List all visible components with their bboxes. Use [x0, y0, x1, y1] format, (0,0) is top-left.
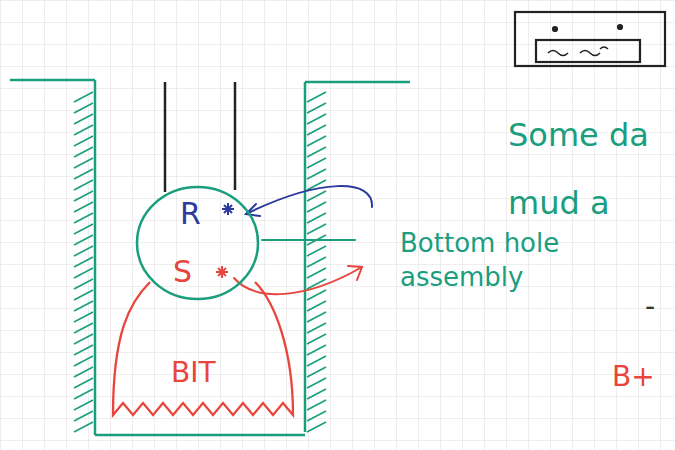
hatch-stroke [307, 301, 326, 311]
hatch-stroke [307, 422, 326, 432]
incoming-arrow [246, 186, 372, 214]
hatch-stroke [74, 158, 93, 168]
hatch-stroke [307, 224, 326, 234]
hatch-stroke [74, 136, 93, 146]
hatch-stroke [74, 345, 93, 355]
drill-bit-outline [105, 270, 300, 420]
hatch-stroke [307, 378, 326, 388]
hatch-stroke [74, 180, 93, 190]
outgoing-arrow [234, 267, 362, 294]
hatch-stroke [74, 246, 93, 256]
hatch-stroke [74, 323, 93, 333]
arrow-head [348, 266, 362, 280]
bottom-hole-assembly: RS [135, 185, 260, 301]
hatch-stroke [74, 202, 93, 212]
hatch-stroke [307, 103, 326, 113]
note-text: Some da [508, 118, 649, 152]
hatch-stroke [307, 334, 326, 344]
hatch-stroke [74, 169, 93, 179]
hatch-stroke [74, 422, 93, 432]
part-label: Bottom hole assembly [400, 226, 560, 294]
hatch-stroke [74, 125, 93, 135]
hatch-stroke [74, 334, 93, 344]
hatch-stroke [74, 367, 93, 377]
hatch-stroke [307, 191, 326, 201]
note-text: mud a [508, 186, 610, 220]
device-sketch [515, 12, 665, 66]
leader-line [262, 239, 355, 241]
hatch-stroke [74, 356, 93, 366]
hatch-stroke [307, 389, 326, 399]
hatch-stroke [74, 103, 93, 113]
hatch-stroke [74, 279, 93, 289]
hatch-stroke [74, 301, 93, 311]
hatch-stroke [74, 213, 93, 223]
hatch-stroke [307, 246, 326, 256]
hatch-stroke [74, 389, 93, 399]
hatch-stroke [307, 367, 326, 377]
source-star [216, 266, 228, 278]
hatch-stroke [74, 191, 93, 201]
note-text: B+ [612, 360, 655, 394]
hatch-stroke [74, 257, 93, 267]
assembly-outline [137, 187, 258, 299]
hatch-stroke [307, 268, 326, 278]
hatch-stroke [74, 378, 93, 388]
receiver-star [222, 203, 234, 215]
drill-bit: BIT [105, 270, 300, 420]
drill-pipe [165, 82, 235, 192]
hatch-stroke [74, 400, 93, 410]
hatch-stroke [74, 290, 93, 300]
hatch-stroke [74, 147, 93, 157]
hatch-stroke [307, 257, 326, 267]
hatch-stroke [307, 323, 326, 333]
hatch-stroke [74, 268, 93, 278]
hatch-stroke [74, 235, 93, 245]
hatch-stroke [307, 290, 326, 300]
hatch-stroke [74, 92, 93, 102]
hatch-stroke [307, 136, 326, 146]
wall-hatching [74, 92, 326, 432]
hatch-stroke [307, 213, 326, 223]
hatch-stroke [74, 114, 93, 124]
hatch-stroke [307, 125, 326, 135]
bit-outline [113, 282, 293, 415]
hatch-stroke [307, 158, 326, 168]
hatch-stroke [307, 312, 326, 322]
hatch-stroke [74, 312, 93, 322]
hatch-stroke [307, 411, 326, 421]
hatch-stroke [307, 345, 326, 355]
hatch-stroke [307, 202, 326, 212]
note-text: - [645, 290, 655, 324]
hatch-stroke [307, 169, 326, 179]
hatch-stroke [74, 224, 93, 234]
hatch-stroke [307, 400, 326, 410]
borehole-wall [10, 80, 410, 435]
hatch-stroke [307, 114, 326, 124]
hatch-stroke [74, 411, 93, 421]
hatch-stroke [307, 356, 326, 366]
hatch-stroke [307, 147, 326, 157]
hatch-stroke [307, 92, 326, 102]
